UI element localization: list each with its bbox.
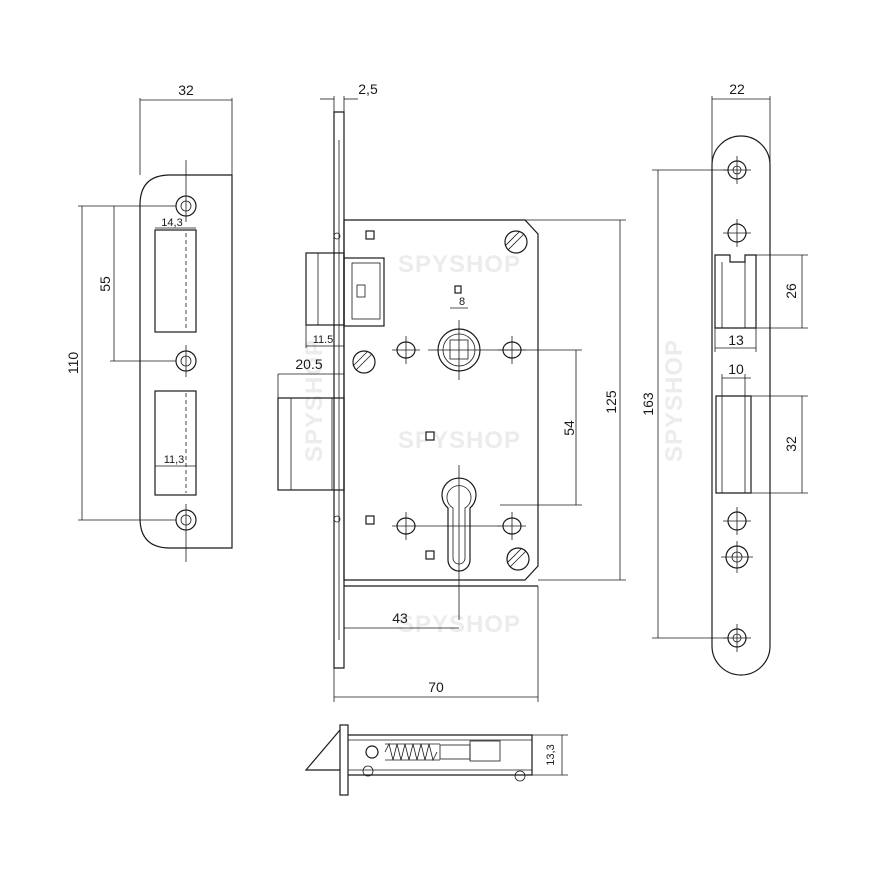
dim-front-width: 22 bbox=[729, 81, 745, 97]
dim-strike-width: 32 bbox=[178, 82, 194, 98]
dim-bolt-hole-height: 32 bbox=[783, 436, 799, 452]
dim-case-depth: 70 bbox=[428, 679, 444, 695]
dim-bolt-hole-width: 10 bbox=[728, 361, 744, 377]
dim-latch-hole-height: 26 bbox=[783, 283, 799, 299]
dim-deadbolt-projection: 20.5 bbox=[295, 356, 322, 372]
watermark-middle: SPYSHOP bbox=[398, 427, 521, 454]
strike-plate-view: 32 14,3 11,3 110 55 bbox=[65, 82, 233, 562]
dim-front-height: 163 bbox=[640, 392, 656, 416]
watermark-left: SPYSHOP bbox=[301, 339, 328, 462]
dim-center-distance: 54 bbox=[561, 420, 577, 436]
dim-strike-hole-upper: 14,3 bbox=[161, 217, 182, 229]
dim-strike-spacing: 55 bbox=[97, 276, 113, 292]
latch-section-view: 13,3 bbox=[304, 724, 568, 796]
dim-backset: 43 bbox=[392, 610, 408, 626]
lock-body-view: 8 bbox=[277, 81, 626, 702]
watermark-top: SPYSHOP bbox=[398, 251, 521, 278]
dim-latch-hole-width: 13 bbox=[728, 332, 744, 348]
front-plate-view: 22 163 26 13 10 32 bbox=[640, 81, 808, 676]
dim-latch-height: 13,3 bbox=[545, 744, 557, 765]
dim-case-height: 125 bbox=[603, 390, 619, 414]
watermarks: SPYSHOP SPYSHOP SPYSHOP SPYSHOP SPYSHOP bbox=[301, 251, 688, 638]
dim-latch-projection: 11.5 bbox=[313, 334, 334, 346]
dim-follower-square: 8 bbox=[459, 296, 465, 308]
watermark-bottom: SPYSHOP bbox=[398, 611, 521, 638]
watermark-right: SPYSHOP bbox=[661, 339, 688, 462]
dim-strike-hole-lower: 11,3 bbox=[164, 454, 185, 466]
dim-strike-height: 110 bbox=[65, 352, 81, 375]
dim-faceplate-thickness: 2,5 bbox=[358, 81, 378, 97]
